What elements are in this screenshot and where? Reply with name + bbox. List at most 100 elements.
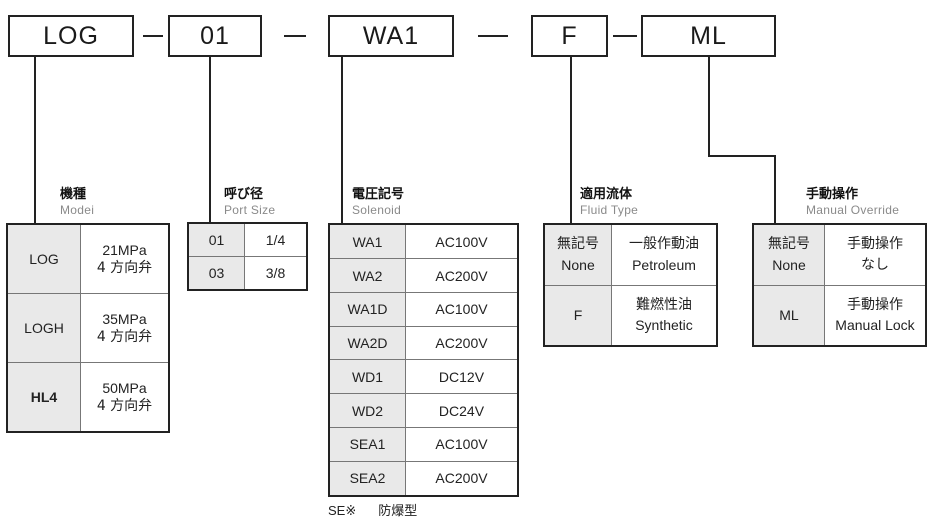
fluid-desc: 難燃性油 Synthetic: [611, 284, 718, 347]
solenoid-code: WA2D: [328, 325, 406, 361]
override-code: ML: [752, 284, 825, 347]
code-box-solenoid: WA1: [328, 15, 454, 57]
port-title: 呼び径: [224, 187, 264, 202]
model-pressure: 50MPa: [102, 379, 147, 396]
connector-line: [34, 57, 36, 224]
fluid-desc-jp: 難燃性油: [636, 296, 692, 313]
fluid-desc-en: Synthetic: [635, 317, 693, 334]
model-spec: 35MPa 4 方向弁: [80, 293, 170, 363]
solenoid-voltage: DC12V: [405, 359, 519, 395]
fluid-code: F: [543, 284, 612, 347]
code-box-port: 01: [168, 15, 262, 57]
solenoid-voltage: AC200V: [405, 325, 519, 361]
model-table: LOG 21MPa 4 方向弁 LOGH 35MPa 4 方向弁 HL4 50M…: [6, 223, 170, 433]
code-part-fluid: F: [561, 21, 578, 50]
fluid-desc-jp: 一般作動油: [629, 236, 699, 253]
override-code-en: ML: [779, 307, 799, 324]
solenoid-footnote: SE※ 防爆型: [328, 500, 417, 519]
code-dash: [613, 35, 637, 37]
fluid-title: 適用流体: [580, 187, 633, 202]
override-table: 無記号 None 手動操作 なし ML 手動操作 Manual Lock: [752, 223, 927, 347]
table-row: 01 1/4: [187, 222, 308, 257]
fluid-code-en: F: [573, 307, 583, 324]
port-size: 1/4: [244, 222, 308, 257]
port-title-en: Port Size: [224, 203, 276, 217]
code-part-model: LOG: [43, 21, 99, 50]
solenoid-voltage: AC100V: [405, 223, 519, 260]
override-desc-jp: 手動操作: [847, 236, 903, 253]
model-name: LOGH: [6, 293, 81, 363]
table-row: ML 手動操作 Manual Lock: [752, 284, 927, 347]
override-code-jp: 無記号: [768, 236, 810, 253]
table-row: F 難燃性油 Synthetic: [543, 284, 718, 347]
model-pressure: 21MPa: [102, 241, 147, 258]
solenoid-code: SEA1: [328, 426, 406, 462]
solenoid-code: SEA2: [328, 460, 406, 497]
port-code: 01: [187, 222, 245, 257]
model-pressure: 35MPa: [102, 310, 147, 327]
table-row: 無記号 None 手動操作 なし: [752, 223, 927, 286]
fluid-table: 無記号 None 一般作動油 Petroleum F 難燃性油 Syntheti…: [543, 223, 718, 347]
model-title: 機種: [60, 187, 87, 202]
override-desc: 手動操作 Manual Lock: [824, 284, 927, 347]
connector-line: [341, 57, 343, 224]
solenoid-voltage: AC200V: [405, 258, 519, 293]
code-dash: [478, 35, 508, 37]
model-valve: 4 方向弁: [96, 397, 153, 414]
table-row: 03 3/8: [187, 256, 308, 291]
solenoid-code: WA1D: [328, 291, 406, 327]
model-spec: 21MPa 4 方向弁: [80, 223, 170, 295]
fluid-title-en: Fluid Type: [580, 203, 639, 217]
footnote-text: 防爆型: [378, 504, 418, 519]
model-valve: 4 方向弁: [96, 328, 153, 345]
connector-line: [570, 57, 572, 224]
model-spec: 50MPa 4 方向弁: [80, 361, 170, 433]
connector-line: [209, 57, 211, 223]
fluid-code: 無記号 None: [543, 223, 612, 286]
table-row: LOGH 35MPa 4 方向弁: [6, 293, 170, 363]
solenoid-title-en: Solenoid: [352, 203, 402, 217]
model-name: HL4: [6, 361, 81, 433]
override-desc: 手動操作 なし: [824, 223, 927, 286]
table-row: HL4 50MPa 4 方向弁: [6, 361, 170, 433]
code-part-solenoid: WA1: [362, 21, 420, 50]
model-title-en: Modei: [60, 203, 95, 217]
code-part-port: 01: [200, 21, 230, 50]
solenoid-title: 電圧記号: [352, 187, 405, 202]
solenoid-voltage: AC200V: [405, 460, 519, 497]
solenoid-code: WA2: [328, 258, 406, 293]
solenoid-voltage: AC100V: [405, 426, 519, 462]
code-dash: [143, 35, 163, 37]
code-box-model: LOG: [8, 15, 134, 57]
code-part-override: ML: [690, 21, 727, 50]
fluid-desc-en: Petroleum: [632, 256, 696, 273]
code-box-fluid: F: [531, 15, 608, 57]
solenoid-voltage: DC24V: [405, 393, 519, 428]
model-valve: 4 方向弁: [96, 260, 153, 277]
fluid-desc: 一般作動油 Petroleum: [611, 223, 718, 286]
override-desc-en: なし: [861, 256, 889, 273]
solenoid-code: WD2: [328, 393, 406, 428]
code-dash: [284, 35, 306, 37]
model-name: LOG: [6, 223, 81, 295]
solenoid-voltage: AC100V: [405, 291, 519, 327]
override-title: 手動操作: [806, 187, 859, 202]
override-code: 無記号 None: [752, 223, 825, 286]
solenoid-code: WA1: [328, 223, 406, 260]
connector-line: [774, 155, 776, 225]
footnote-code: SE※: [328, 503, 357, 518]
port-size: 3/8: [244, 256, 308, 291]
port-table: 01 1/4 03 3/8: [187, 222, 308, 291]
code-box-override: ML: [641, 15, 776, 57]
override-title-en: Manual Override: [806, 203, 900, 217]
solenoid-code: WD1: [328, 359, 406, 395]
